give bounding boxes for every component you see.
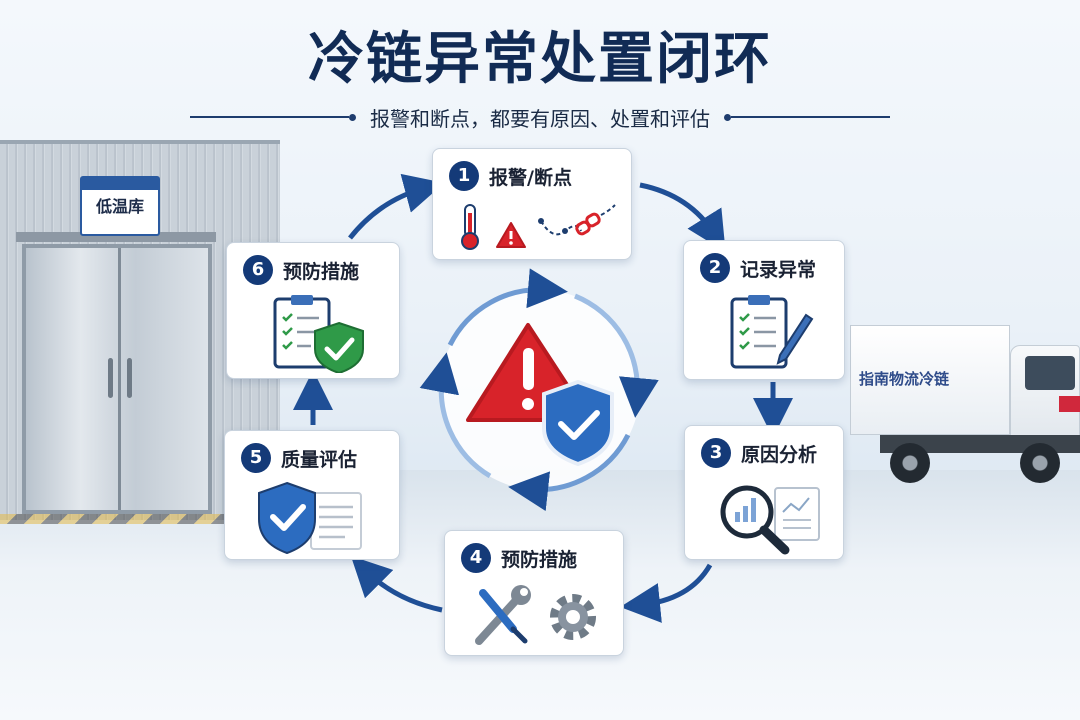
step-2-header: 2 记录异常 — [700, 253, 816, 283]
gear-icon — [550, 594, 596, 640]
step-1-header: 1 报警/断点 — [449, 161, 572, 191]
cold-room-sign-text: 低温库 — [95, 197, 144, 216]
center-arc-right — [574, 293, 659, 418]
page-subtitle: 报警和断点，都要有原因、处置和评估 — [370, 106, 710, 131]
truck-text: 指南物流冷链 — [859, 370, 950, 388]
step-1-number: 1 — [449, 161, 479, 191]
cold-room-sign: 低温库 — [80, 176, 160, 236]
clipboard-shield-icon — [273, 295, 364, 373]
center-arc-bottom — [508, 433, 631, 512]
step-6-number: 6 — [243, 255, 273, 285]
step-3-number: 3 — [701, 438, 731, 468]
step-card-6[interactable]: 6 预防措施 — [226, 242, 400, 379]
step-6-label: 预防措施 — [283, 260, 360, 283]
subtitle-dot-right — [724, 113, 731, 121]
step-card-1[interactable]: 1 报警/断点 — [432, 148, 632, 260]
step-2-label: 记录异常 — [740, 258, 817, 281]
truck-window — [1025, 356, 1075, 390]
step-1-label: 报警/断点 — [489, 166, 572, 189]
step-5-header: 5 质量评估 — [241, 443, 357, 473]
step-card-2[interactable]: 2 记录异常 — [683, 240, 845, 380]
step-5-number: 5 — [241, 443, 271, 473]
center-shield-icon — [542, 379, 614, 467]
step-4-label: 预防措施 — [501, 548, 578, 571]
refrigerated-truck: 指南物流冷链 — [850, 325, 1080, 495]
step-card-5[interactable]: 5 质量评估 — [224, 430, 400, 560]
center-arc-top — [447, 268, 568, 347]
door-handle-left — [108, 358, 113, 398]
page-title: 冷链异常处置闭环 — [308, 27, 772, 92]
broken-link-icon — [538, 204, 616, 236]
step-3-label: 原因分析 — [741, 443, 818, 466]
subtitle-line-left — [190, 116, 349, 118]
truck-front-wheel — [1020, 443, 1060, 483]
step-4-header: 4 预防措施 — [461, 543, 577, 573]
subtitle-dot-left — [349, 113, 356, 121]
step-5-icons — [258, 481, 362, 555]
door-handle-right — [127, 358, 132, 398]
shield-check-icon — [258, 481, 316, 555]
thermometer-icon — [461, 204, 479, 250]
truck-flag — [1059, 396, 1080, 412]
step-1-icons — [461, 204, 616, 250]
cold-room-door — [22, 244, 212, 514]
truck-cargo-box: 指南物流冷链 — [850, 325, 1010, 435]
step-4-number: 4 — [461, 543, 491, 573]
step-3-header: 3 原因分析 — [701, 438, 817, 468]
door-seam — [118, 248, 121, 510]
document-icon — [310, 492, 362, 550]
subtitle-line-right — [731, 116, 890, 118]
clipboard-pen-icon — [730, 295, 814, 369]
wrench-screwdriver-icon — [475, 585, 531, 645]
arrow-6-to-1 — [348, 173, 445, 240]
subtitle-row: 报警和断点，都要有原因、处置和评估 — [190, 100, 890, 134]
arrow-3-to-4 — [620, 563, 713, 623]
door-rail — [16, 232, 216, 242]
step-card-4[interactable]: 4 预防措施 — [444, 530, 624, 656]
arrow-1-to-2 — [639, 182, 726, 252]
sign-bar — [82, 178, 158, 190]
warning-icon — [496, 222, 526, 248]
step-2-number: 2 — [700, 253, 730, 283]
step-6-header: 6 预防措施 — [243, 255, 359, 285]
arrow-4-to-5 — [350, 555, 443, 613]
step-5-label: 质量评估 — [281, 448, 358, 471]
step-card-3[interactable]: 3 原因分析 — [684, 425, 844, 560]
truck-rear-wheel — [890, 443, 930, 483]
floor-hazard-stripe — [0, 514, 280, 524]
step-4-icons — [475, 585, 596, 645]
magnifier-chart-icon — [720, 485, 820, 555]
center-arc-left — [419, 352, 492, 479]
